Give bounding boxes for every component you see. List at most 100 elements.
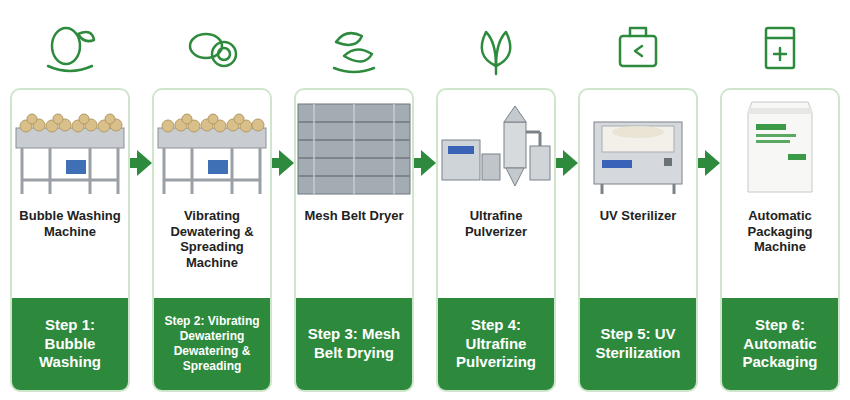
machine-panel: Ultrafine PulverizerStep 4: Ultrafine Pu… — [436, 88, 556, 392]
step-label: Step 1: Bubble Washing — [18, 316, 122, 372]
step-box: Step 2: Vibrating Dewatering Dewatering … — [154, 298, 270, 390]
dewatering-picture — [164, 179, 260, 182]
sterilizer-picture — [601, 184, 604, 194]
step-label: Step 5: UV Sterilization — [586, 325, 690, 363]
pulverizer-picture — [504, 106, 526, 122]
machine-name: Automatic Packaging Machine — [725, 208, 835, 255]
dewatering-picture — [162, 120, 174, 132]
dewatering-picture — [163, 148, 166, 194]
washer-picture — [22, 179, 118, 182]
dewatering-picture — [259, 148, 262, 194]
pulverizer-picture — [442, 106, 550, 186]
powder-bag-picture — [748, 102, 812, 192]
step-box: Step 4: Ultrafine Pulverizing — [438, 298, 554, 390]
egg-icon — [52, 28, 80, 64]
sterilize-icon — [635, 46, 642, 56]
potato-icon — [218, 48, 230, 60]
washer-picture — [53, 114, 63, 124]
sterilizer-picture — [612, 126, 664, 138]
package-icon — [774, 48, 786, 60]
washer-picture — [49, 148, 52, 194]
step-label: Step 3: Mesh Belt Drying — [302, 325, 406, 363]
powder-bag-picture — [756, 140, 790, 143]
pulverizer-picture — [526, 131, 540, 134]
pulverizer-picture — [442, 140, 480, 180]
pulverizer-picture — [506, 168, 524, 186]
machine-panel: Vibrating Dewatering & Spreading Machine… — [152, 88, 272, 392]
dryer-picture — [393, 104, 395, 194]
dewatering-picture — [191, 148, 194, 194]
dewatering-picture — [252, 119, 264, 131]
leaf-icon — [482, 32, 510, 74]
sterilizer-picture — [602, 160, 632, 168]
pulverizer-picture — [530, 146, 550, 180]
step-box: Step 5: UV Sterilization — [580, 298, 696, 390]
machine-panel: Mesh Belt DryerStep 3: Mesh Belt Drying — [294, 88, 414, 392]
washer-picture — [16, 114, 124, 194]
sterilizer-picture — [594, 122, 682, 194]
pulverizer-picture — [504, 122, 526, 168]
flow-arrow — [272, 158, 279, 168]
leaf-icon — [496, 32, 510, 66]
sterilize-icon — [620, 36, 656, 66]
machine-panel: Automatic Packaging MachineStep 6: Autom… — [720, 88, 840, 392]
machine-name: Bubble Washing Machine — [15, 208, 125, 239]
step-box: Step 3: Mesh Belt Drying — [296, 298, 412, 390]
sterilize-icon — [630, 28, 646, 36]
dewatering-picture — [231, 148, 234, 194]
step-label: Step 4: Ultrafine Pulverizing — [444, 316, 548, 372]
dewatering-picture — [208, 160, 228, 174]
step-box: Step 6: Automatic Packaging — [722, 298, 838, 390]
chips-icon — [334, 68, 374, 72]
pulverizer-picture — [448, 146, 474, 154]
pulverizer-picture — [539, 132, 542, 146]
potato-icon — [212, 42, 236, 66]
step-box: Step 1: Bubble Washing — [12, 298, 128, 390]
dryer-picture — [313, 104, 315, 194]
machine-name: Vibrating Dewatering & Spreading Machine — [157, 208, 267, 270]
sterilize-icon — [620, 28, 656, 66]
step-label: Step 6: Automatic Packaging — [728, 316, 832, 372]
sterilizer-picture — [664, 158, 672, 166]
leaf-icon — [495, 66, 498, 74]
flow-arrow — [556, 158, 563, 168]
dryer-picture — [314, 104, 394, 194]
chips-icon — [336, 33, 362, 45]
leaf-icon — [482, 32, 496, 66]
washer-picture — [105, 114, 115, 124]
machine-panel: Bubble Washing MachineStep 1: Bubble Was… — [10, 88, 130, 392]
machine-name: Ultrafine Pulverizer — [441, 208, 551, 239]
dryer-picture — [298, 104, 410, 194]
machine-panel: UV SterilizerStep 5: UV Sterilization — [578, 88, 698, 392]
powder-bag-picture — [748, 108, 812, 114]
potato-icon — [190, 34, 236, 66]
egg-icon — [48, 28, 94, 71]
washer-picture — [117, 148, 120, 194]
powder-bag-picture — [748, 102, 812, 192]
washer-picture — [21, 148, 24, 194]
dewatering-picture — [208, 114, 218, 124]
powder-bag-picture — [756, 134, 796, 137]
washer-picture — [20, 114, 122, 132]
dewatering-picture — [182, 114, 192, 124]
dryer-picture — [298, 104, 410, 194]
egg-icon — [48, 66, 92, 71]
washer-picture — [22, 148, 118, 194]
egg-icon — [78, 32, 94, 41]
chips-icon — [344, 49, 372, 61]
machine-name: Mesh Belt Dryer — [299, 208, 409, 224]
dewatering-picture — [164, 148, 260, 194]
powder-bag-picture — [788, 154, 806, 160]
dewatering-picture — [234, 114, 244, 124]
package-icon — [766, 28, 794, 68]
flow-arrow — [130, 158, 137, 168]
dryer-picture — [353, 104, 355, 194]
flow-arrow — [414, 158, 421, 168]
dewatering-picture — [162, 114, 264, 132]
chips-icon — [334, 33, 374, 72]
washer-picture — [27, 114, 37, 124]
sterilizer-picture — [594, 122, 682, 184]
washer-picture — [79, 114, 89, 124]
package-icon — [766, 28, 794, 68]
